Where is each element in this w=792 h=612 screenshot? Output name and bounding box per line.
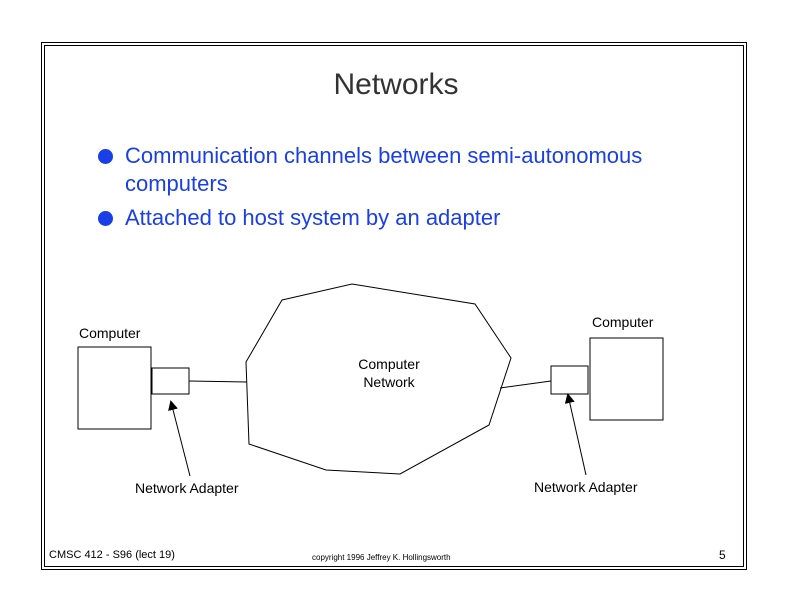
bullet-text: Communication channels between semi-auto… [125, 143, 643, 196]
left-computer-box [77, 346, 152, 430]
left-adapter-label: Network Adapter [135, 480, 239, 496]
bullet-item: Attached to host system by an adapter [98, 204, 718, 232]
bullet-dot-icon [98, 149, 113, 164]
right-computer-label: Computer [592, 314, 654, 330]
left-adapter-box [151, 367, 190, 395]
right-link-line [499, 380, 552, 389]
bullet-item: Communication channels between semi-auto… [98, 142, 718, 198]
left-computer-label: Computer [79, 325, 141, 341]
network-label-line1: Computer [358, 356, 420, 372]
network-cloud-shape [245, 283, 512, 475]
slide-border-inner [44, 45, 744, 567]
bullet-list: Communication channels between semi-auto… [98, 142, 718, 238]
right-adapter-label: Network Adapter [534, 479, 638, 495]
bullet-dot-icon [98, 211, 113, 226]
right-adapter-pointer-arrow [564, 393, 587, 476]
footer-course: CMSC 412 - S96 (lect 19) [49, 549, 175, 561]
bullet-text: Attached to host system by an adapter [125, 205, 501, 230]
left-adapter-pointer-arrow [168, 400, 191, 477]
footer-copyright: copyright 1996 Jeffrey K. Hollingsworth [312, 553, 451, 562]
left-link-line [188, 380, 248, 383]
page-number: 5 [719, 548, 726, 562]
slide-border-outer [41, 42, 747, 570]
slide-title: Networks [333, 68, 459, 101]
right-computer-box [589, 337, 664, 421]
network-label-line2: Network [363, 374, 415, 390]
right-adapter-box [550, 365, 589, 395]
